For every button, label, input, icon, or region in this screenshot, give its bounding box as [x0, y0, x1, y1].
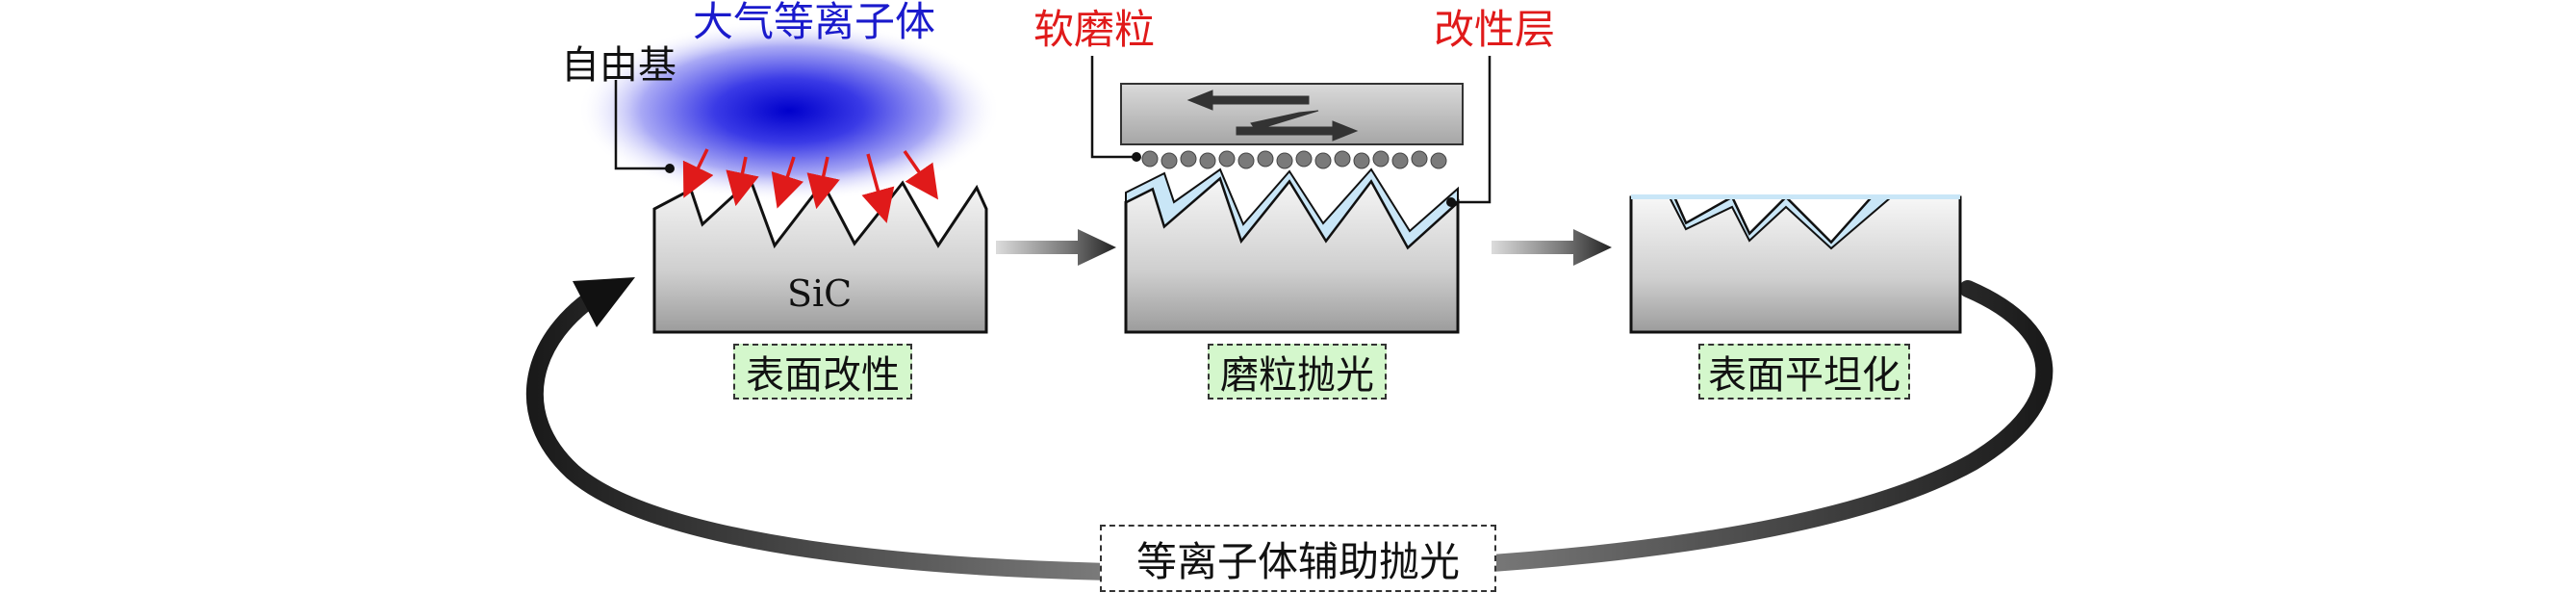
cycle-label-box: 等离子体辅助抛光	[1100, 525, 1496, 592]
cycle-arrow-head	[573, 277, 635, 327]
flow-arrow-2	[1492, 229, 1612, 266]
abrasive-particles	[1141, 150, 1447, 169]
abrasive-leader	[1090, 56, 1135, 159]
radical-leader	[614, 80, 669, 170]
modified-layer-label: 改性层	[1434, 6, 1556, 53]
soft-abrasive-label: 软磨粒	[1033, 6, 1156, 53]
motion-arrows	[1186, 90, 1359, 142]
step-box-surface-modification: 表面改性	[733, 344, 912, 400]
radical-label: 自由基	[561, 43, 676, 88]
modified-layer-leader	[1451, 56, 1492, 204]
step-box-abrasive-polishing: 磨粒抛光	[1208, 344, 1387, 400]
plasma-label: 大气等离子体	[693, 0, 936, 45]
sic-label: SiC	[787, 272, 853, 315]
flow-arrow-1	[996, 229, 1116, 266]
step-box-surface-planarization: 表面平坦化	[1698, 344, 1910, 400]
radical-arrows	[682, 148, 938, 223]
